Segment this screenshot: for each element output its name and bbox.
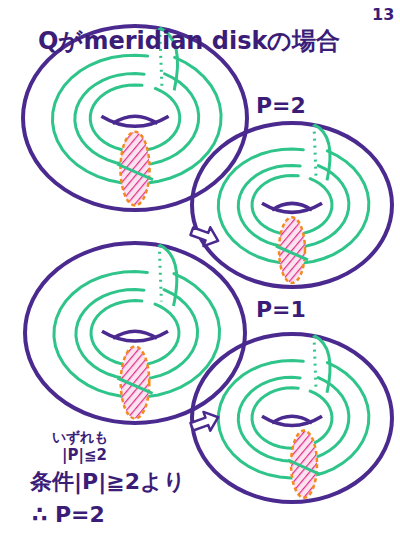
- note-text: いずれも: [52, 430, 108, 445]
- page-number: 13: [372, 6, 394, 24]
- case-label: P=1: [256, 298, 306, 322]
- torus: [192, 334, 392, 502]
- condition-text: 条件|P|≧2より: [30, 470, 186, 494]
- torus: [192, 123, 392, 287]
- condition-text: |P|≦2: [62, 447, 107, 464]
- torus: [25, 243, 245, 423]
- transition-arrow: [188, 408, 221, 436]
- page-title: Qがmeridian diskの場合: [38, 28, 340, 54]
- case-label: P=2: [256, 94, 306, 118]
- conclusion-text: ∴ P=2: [32, 503, 105, 527]
- transition-arrow: [188, 222, 221, 250]
